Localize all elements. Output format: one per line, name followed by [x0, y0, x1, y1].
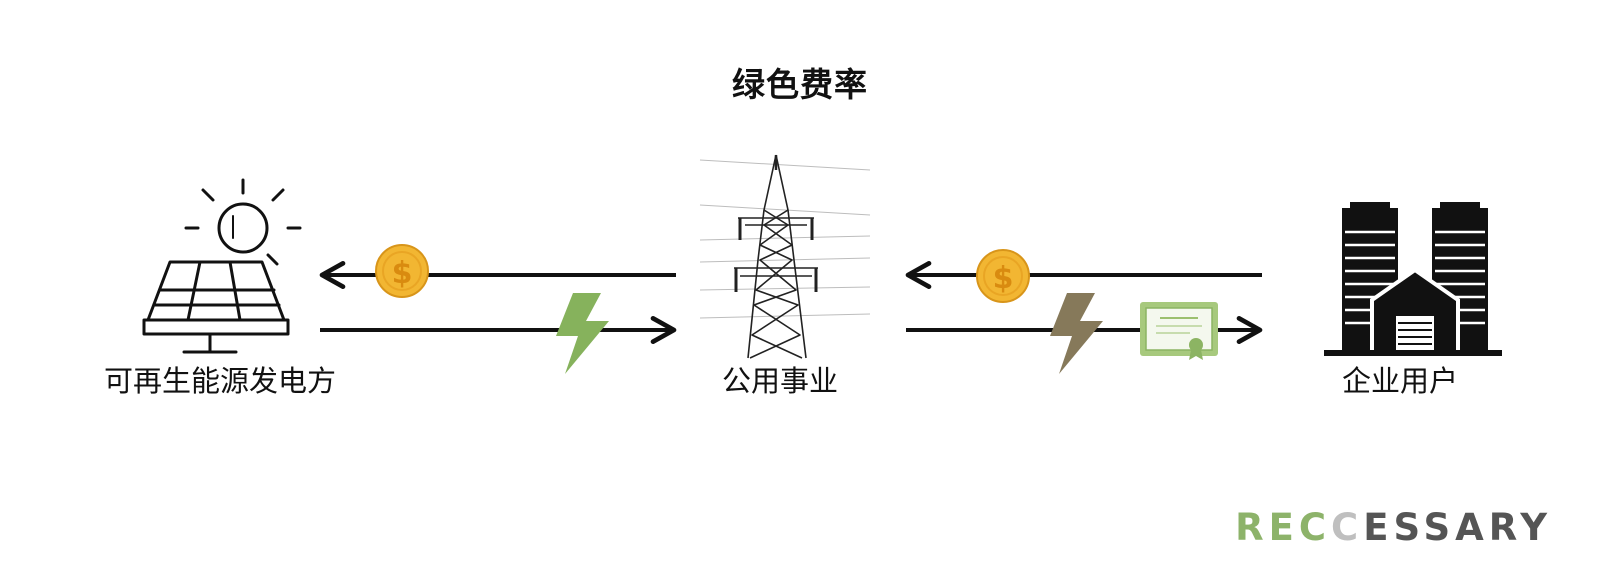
diagram-title: 绿色费率: [732, 65, 868, 104]
svg-text:$: $: [993, 261, 1014, 296]
brand-letter: C: [1331, 506, 1364, 549]
svg-text:$: $: [392, 256, 413, 291]
corporate-label: 企业用户: [1341, 364, 1458, 398]
dollar-coin-icon: $: [375, 244, 429, 298]
lightning-bolt-icon: [1050, 293, 1103, 374]
brand-letter: E: [1268, 506, 1299, 549]
utility-label: 公用事业: [721, 364, 838, 398]
solar-panel-icon: [142, 178, 302, 354]
transmission-tower-icon: [699, 154, 871, 359]
generator-label: 可再生能源发电方: [103, 364, 336, 398]
brand-logo: RECCESSARY: [1235, 506, 1552, 549]
certificate-icon: [1140, 302, 1218, 360]
brand-letter: R: [1235, 506, 1269, 549]
office-buildings-icon: [1324, 202, 1502, 356]
brand-letter: ESSARY: [1363, 506, 1552, 549]
brand-letter: C: [1298, 506, 1332, 549]
dollar-coin-icon: $: [976, 249, 1030, 303]
lightning-bolt-icon: [556, 293, 609, 374]
